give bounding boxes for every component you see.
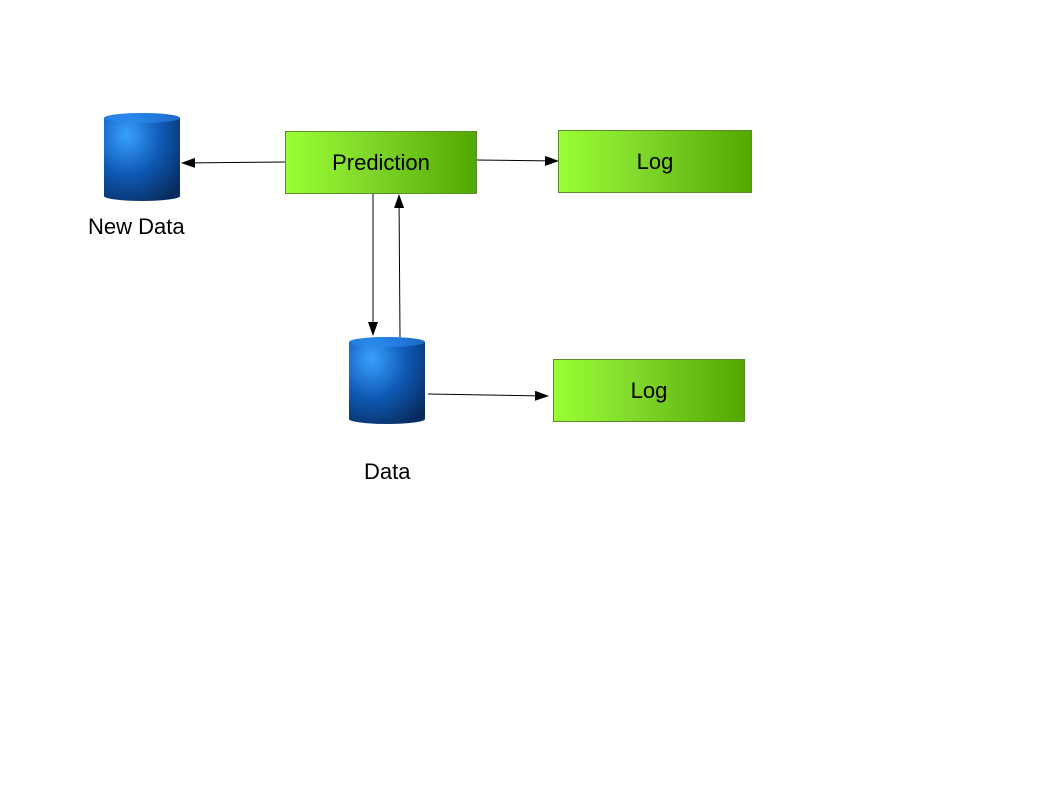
arrow-prediction-to-log bbox=[476, 155, 559, 166]
data-label: Data bbox=[364, 459, 411, 484]
log-box-bottom: Log bbox=[553, 359, 745, 422]
prediction-box: Prediction bbox=[285, 131, 477, 194]
arrow-data-to-prediction bbox=[394, 194, 405, 338]
log-box-top: Log bbox=[558, 130, 752, 193]
arrow-prediction-to-new-data bbox=[181, 157, 287, 168]
database-cylinder-icon bbox=[349, 337, 425, 424]
new-data-label: New Data bbox=[88, 214, 185, 239]
arrow-data-to-log bbox=[427, 390, 549, 401]
database-cylinder-icon bbox=[104, 113, 180, 201]
